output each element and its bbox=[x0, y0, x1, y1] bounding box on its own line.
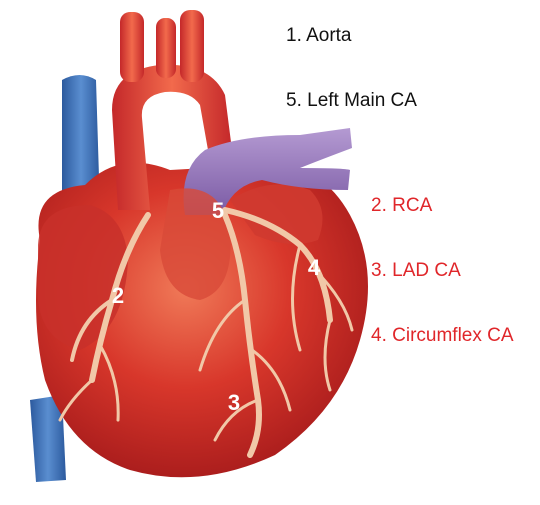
aorta-branch-1 bbox=[120, 12, 144, 82]
marker-circumflex: 4 bbox=[308, 255, 321, 280]
legend-rca: 2. RCA bbox=[371, 196, 432, 215]
legend-lad-ca: 3. LAD CA bbox=[371, 261, 461, 280]
legend-left-main-ca: 5. Left Main CA bbox=[286, 91, 417, 110]
marker-left-main: 5 bbox=[212, 198, 224, 223]
legend-aorta: 1. Aorta bbox=[286, 26, 352, 45]
legend-circumflex-ca: 4. Circumflex CA bbox=[371, 326, 514, 345]
marker-aorta: 1 bbox=[159, 108, 171, 133]
aorta-branch-2 bbox=[156, 18, 176, 78]
aorta-branch-3 bbox=[180, 10, 204, 82]
marker-lad: 3 bbox=[228, 390, 240, 415]
marker-rca: 2 bbox=[112, 283, 124, 308]
